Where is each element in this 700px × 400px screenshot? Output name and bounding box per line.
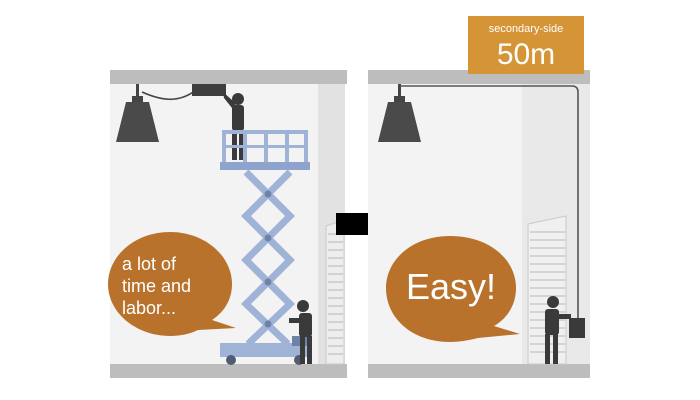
- lamp-icon: [378, 84, 421, 142]
- right-floor: [368, 364, 590, 378]
- right-scene: Easy! secondary-side 50m: [368, 16, 590, 378]
- left-floor: [110, 364, 347, 378]
- bubble-line-2: time and: [122, 276, 191, 296]
- left-scene: a lot of time and labor...: [108, 70, 347, 378]
- distance-tag: secondary-side 50m: [468, 16, 584, 74]
- right-speech-bubble: Easy!: [386, 236, 520, 342]
- left-speech-bubble: a lot of time and labor...: [108, 232, 236, 336]
- left-ceiling-beam: [110, 70, 347, 84]
- lamp-icon: [116, 84, 159, 142]
- tag-label: secondary-side: [489, 23, 564, 35]
- scissor-lift-icon: [220, 130, 310, 365]
- hoist-cable: [141, 89, 197, 101]
- worker-icon: [545, 296, 571, 364]
- bubble-line-1: a lot of: [122, 254, 177, 274]
- hoist-control-icon: [569, 318, 585, 338]
- tag-value: 50m: [497, 38, 555, 71]
- bubble-line-3: labor...: [122, 298, 176, 318]
- svg-text:a lot of time and: a lot of time and labor...: [122, 254, 196, 318]
- hoist-unit: [192, 84, 226, 96]
- worker-icon: [289, 300, 312, 364]
- control-cable: [400, 85, 579, 330]
- shutter-icon: [325, 219, 345, 365]
- bubble-easy-text: Easy!: [406, 266, 496, 307]
